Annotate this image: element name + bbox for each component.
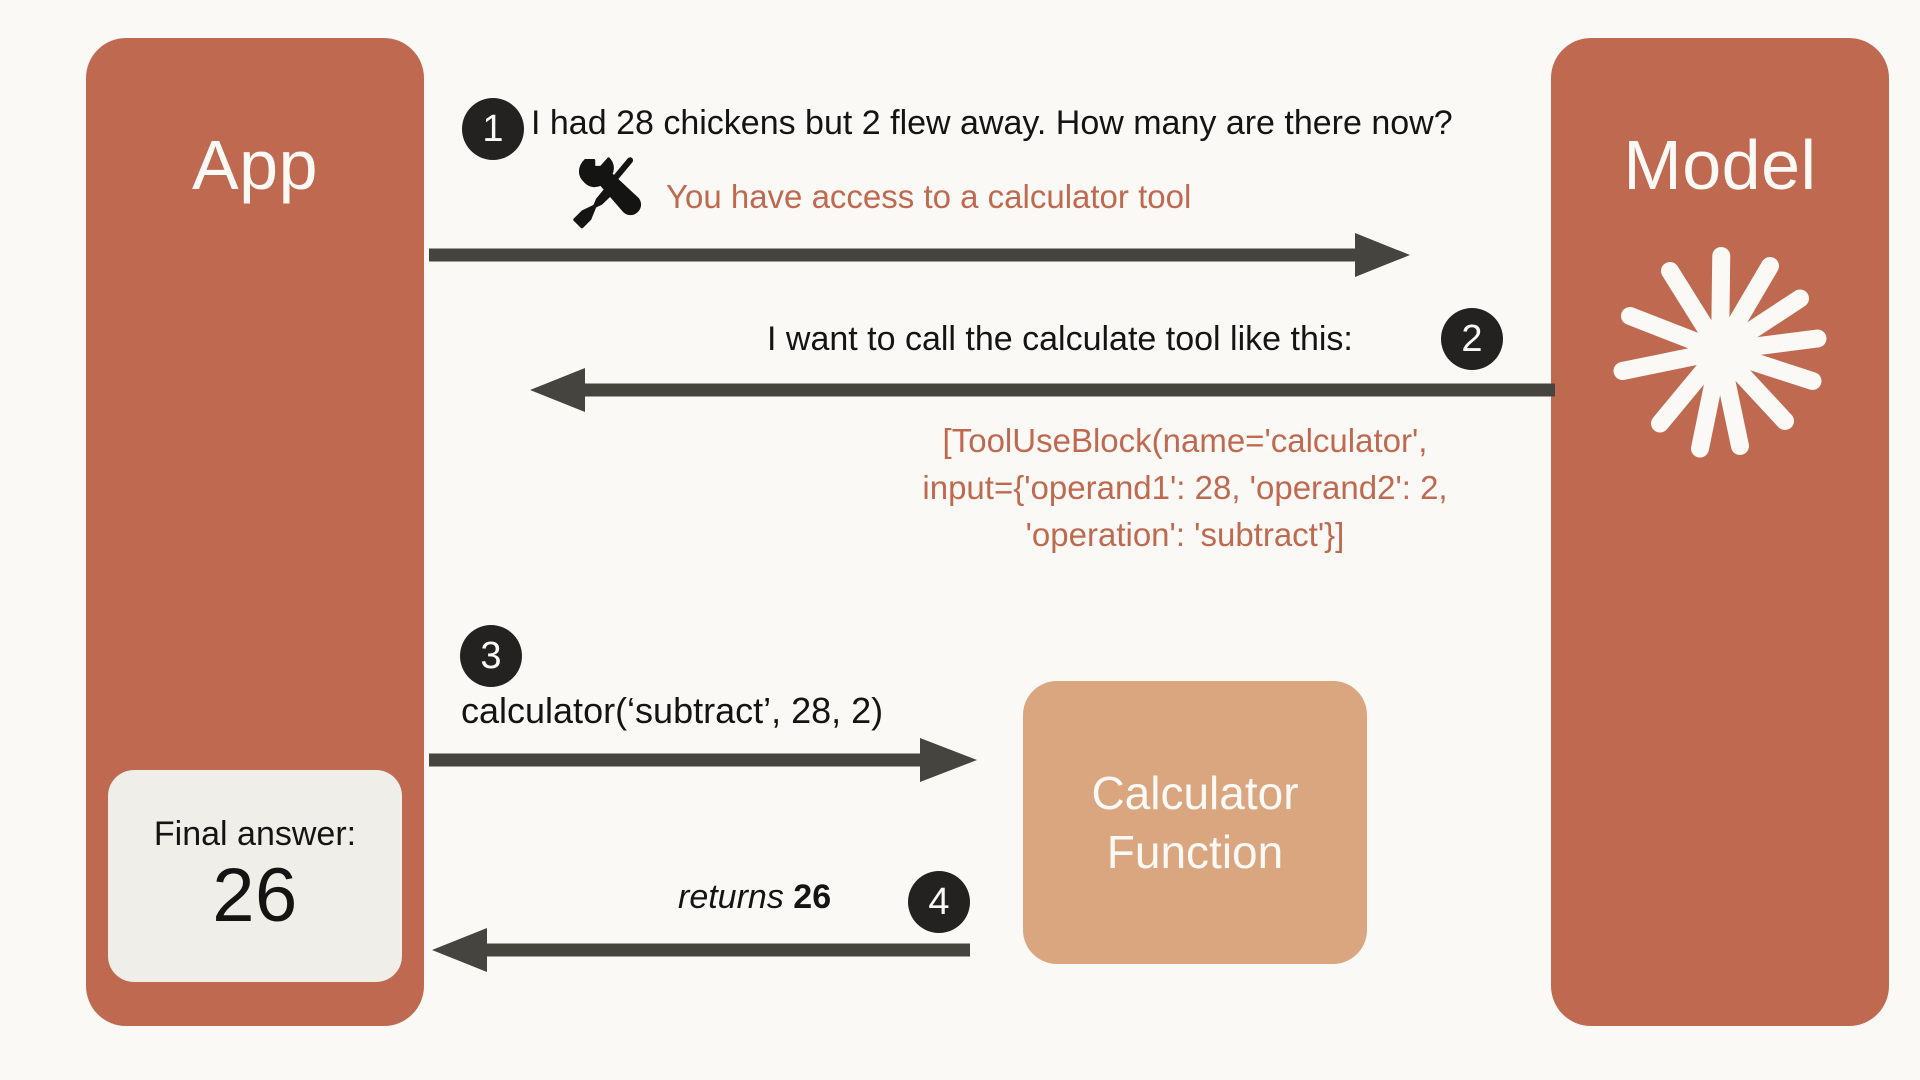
arrow-calculator-to-app bbox=[432, 928, 970, 972]
anthropic-starburst-logo bbox=[1613, 247, 1827, 458]
step-badge-2: 2 bbox=[1441, 308, 1503, 370]
step-4-returns-value: 26 bbox=[793, 878, 832, 916]
calculator-function-node: Calculator Function bbox=[1023, 681, 1367, 964]
tools-icon bbox=[573, 157, 642, 229]
arrow-model-to-app bbox=[530, 368, 1555, 412]
step-1-message: I had 28 chickens but 2 flew away. How m… bbox=[531, 104, 1453, 142]
step-3-message: calculator(‘subtract’, 28, 2) bbox=[461, 690, 884, 731]
final-answer-value: 26 bbox=[212, 852, 298, 938]
model-column-panel: Model bbox=[1551, 38, 1889, 1026]
step-badge-1: 1 bbox=[462, 98, 524, 160]
step-4-returns-word: returns bbox=[678, 878, 784, 916]
step-badge-3: 3 bbox=[460, 625, 522, 687]
step-4-message: returns 26 bbox=[678, 878, 831, 917]
calculator-function-label: Calculator Function bbox=[1091, 766, 1299, 878]
model-column-title: Model bbox=[1623, 126, 1817, 204]
step-1-tool-note: You have access to a calculator tool bbox=[666, 178, 1192, 215]
final-answer-card: Final answer: 26 bbox=[108, 770, 402, 982]
arrow-app-to-model bbox=[429, 233, 1410, 277]
app-column-title: App bbox=[191, 126, 319, 204]
step-badge-4: 4 bbox=[908, 871, 970, 933]
step-2-tool-use-block-code: [ToolUseBlock(name='calculator', input={… bbox=[922, 422, 1448, 553]
final-answer-label: Final answer: bbox=[153, 815, 357, 854]
step-2-message: I want to call the calculate tool like t… bbox=[767, 320, 1353, 358]
arrow-app-to-calculator bbox=[429, 738, 977, 782]
